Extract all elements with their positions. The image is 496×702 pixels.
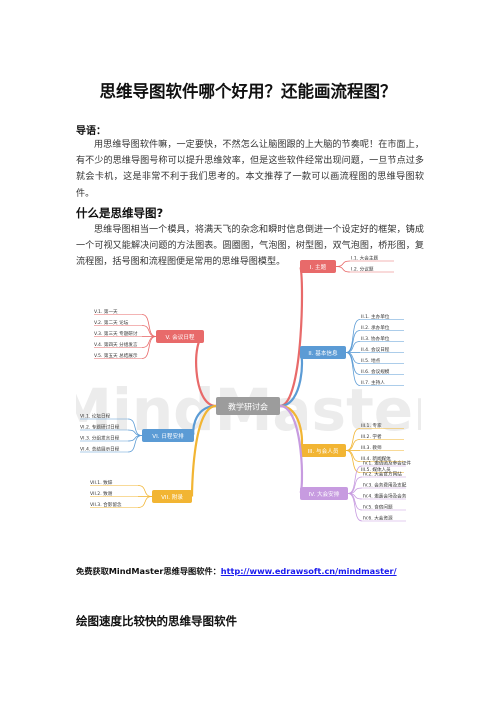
branch-label: VI. 日程安排 (152, 432, 184, 440)
leaf-label: III.3. 教师 (361, 444, 382, 451)
leaf-label: II.3. 协办单位 (361, 335, 390, 342)
leaf-label: V.2. 第二天 论坛 (94, 319, 129, 326)
leaf-label: II.2. 承办单位 (361, 324, 390, 331)
leaf-label: VII.2. 致谢 (90, 490, 113, 497)
branch-box (300, 487, 348, 500)
leaf-label: II.1. 主办单位 (361, 313, 390, 320)
leaf-connector (347, 465, 363, 494)
leaf-label: I.2. 分议题 (351, 266, 374, 273)
branch-label: VII. 附录 (161, 493, 183, 501)
leaf-connector (345, 428, 361, 451)
section-heading-fast-drawing: 绘图速度比较快的思维导图软件 (76, 614, 237, 628)
branch-box (142, 429, 194, 442)
leaf-label: I.1. 大会主题 (351, 255, 378, 262)
section-heading-what-is-mindmap: 什么是思维导图? (76, 206, 164, 220)
leaf-label: III.1. 专家 (361, 422, 382, 429)
branch-box (300, 444, 346, 457)
central-topic-label: 教学研讨会 (228, 402, 268, 412)
leaf-connector (137, 485, 153, 497)
branch-label: III. 与会人员 (308, 447, 339, 455)
free-download-link[interactable]: http://www.edrawsoft.cn/mindmaster/ (220, 566, 397, 576)
intro-heading: 导语： (76, 126, 106, 137)
leaf-connector (347, 493, 363, 522)
leaf-label: V.4. 第四天 分组发言 (94, 341, 138, 348)
leaf-label: III.4. 新闻媒体 (361, 455, 391, 462)
leaf-connector (137, 496, 153, 508)
leaf-label: II.5. 地点 (361, 357, 381, 364)
leaf-connector (345, 319, 361, 353)
leaf-label: VI.4. 总结展示日程 (80, 446, 120, 453)
leaf-label: IV.4. 邀嘉会场及会务 (363, 493, 407, 500)
leaf-connector (335, 260, 351, 267)
leaf-label: IV.5. 食宿问题 (363, 504, 393, 511)
leaf-label: VI.3. 分组发言日程 (80, 435, 120, 442)
leaf-label: III.5. 媒体人员 (361, 466, 391, 473)
branch-label: IV. 大会安排 (309, 490, 340, 498)
leaf-label: V.1. 第一天 (94, 308, 118, 315)
leaf-label: IV.2. 大会官方网站 (363, 471, 402, 478)
leaf-label: VI.2. 专题研讨日程 (80, 424, 120, 431)
branch-box (300, 260, 336, 273)
page-title: 思维导图软件哪个好用？还能画流程图？ (99, 82, 397, 101)
branch-box (152, 490, 192, 503)
branch-connector (190, 404, 217, 497)
leaf-connector (141, 314, 157, 337)
branch-box (300, 346, 346, 359)
leaf-label: II.7. 主持人 (361, 379, 385, 386)
central-topic-box (216, 397, 280, 415)
leaf-label: IV.6. 大会资源 (363, 515, 393, 522)
leaf-connector (345, 450, 361, 473)
leaf-label: II.6. 会议规模 (361, 368, 390, 375)
free-download-line: 免费获取MindMaster思维导图软件：http://www.edrawsof… (76, 565, 397, 577)
leaf-connector (345, 330, 361, 353)
intro-paragraph: 用思维导图软件嘛，一定要快，不然怎么让脑图跟的上大脑的节奏呢！在市面上，有不少的… (76, 140, 424, 199)
leaf-label: II.4. 会议日程 (361, 346, 390, 353)
leaf-connector (127, 435, 143, 453)
branch-label: V. 会议日程 (165, 333, 194, 341)
leaf-label: VII.1. 致辞 (90, 479, 113, 486)
free-download-label: 免费获取MindMaster思维导图软件： (76, 566, 221, 576)
branch-label: I. 主题 (310, 263, 327, 271)
leaf-connector (141, 336, 157, 359)
branch-box (156, 330, 204, 343)
leaf-label: IV.1. 邀请函及参会证件 (363, 460, 411, 467)
leaf-label: VI.1. 论坛日程 (80, 413, 111, 420)
section-paragraph-what-is-mindmap: 思维导图相当一个模具，将满天飞的杂念和瞬时信息倒进一个设定好的框架，铸成一个可视… (76, 225, 424, 268)
leaf-label: V.5. 第五天 总结展示 (94, 352, 138, 359)
leaf-label: IV.3. 会务费用及支配 (363, 482, 407, 489)
leaf-label: VII.3. 合影留念 (90, 501, 122, 508)
leaf-connector (335, 266, 351, 273)
branch-label: II. 基本信息 (308, 349, 338, 357)
leaf-label: III.2. 学者 (361, 433, 382, 440)
leaf-connector (345, 352, 361, 386)
leaf-label: V.3. 第三天 专题研讨 (94, 330, 138, 337)
